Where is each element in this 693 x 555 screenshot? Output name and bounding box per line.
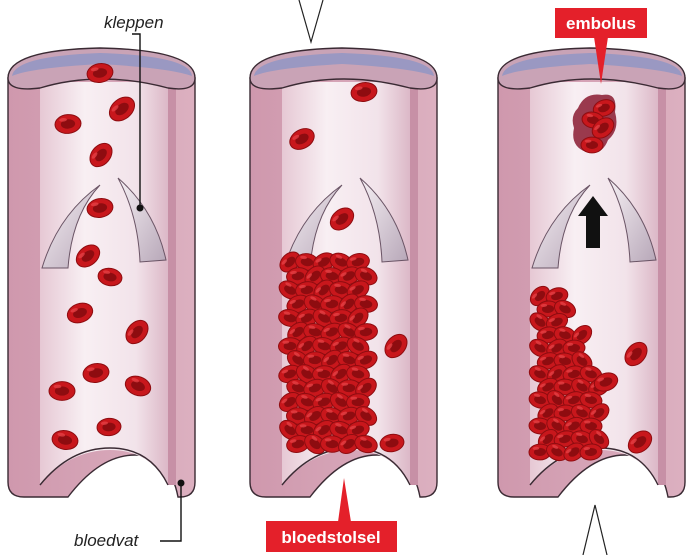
label-valves-dot xyxy=(137,205,144,212)
red-blood-cell xyxy=(581,137,603,153)
vein-inner-shadow xyxy=(168,82,176,485)
label-vessel-dot xyxy=(178,480,185,487)
bottom-pointer xyxy=(583,505,607,555)
red-blood-cell xyxy=(49,382,75,401)
vein-inner-shadow xyxy=(658,82,666,485)
label-valves: kleppen xyxy=(104,13,164,32)
vein-inner-shadow xyxy=(410,82,418,485)
top-pointer xyxy=(299,0,323,42)
label-clot-pointer xyxy=(338,478,351,522)
label-clot: bloedstolsel xyxy=(281,528,380,547)
label-vessel: bloedvat xyxy=(74,531,140,550)
label-embolus: embolus xyxy=(566,14,636,33)
